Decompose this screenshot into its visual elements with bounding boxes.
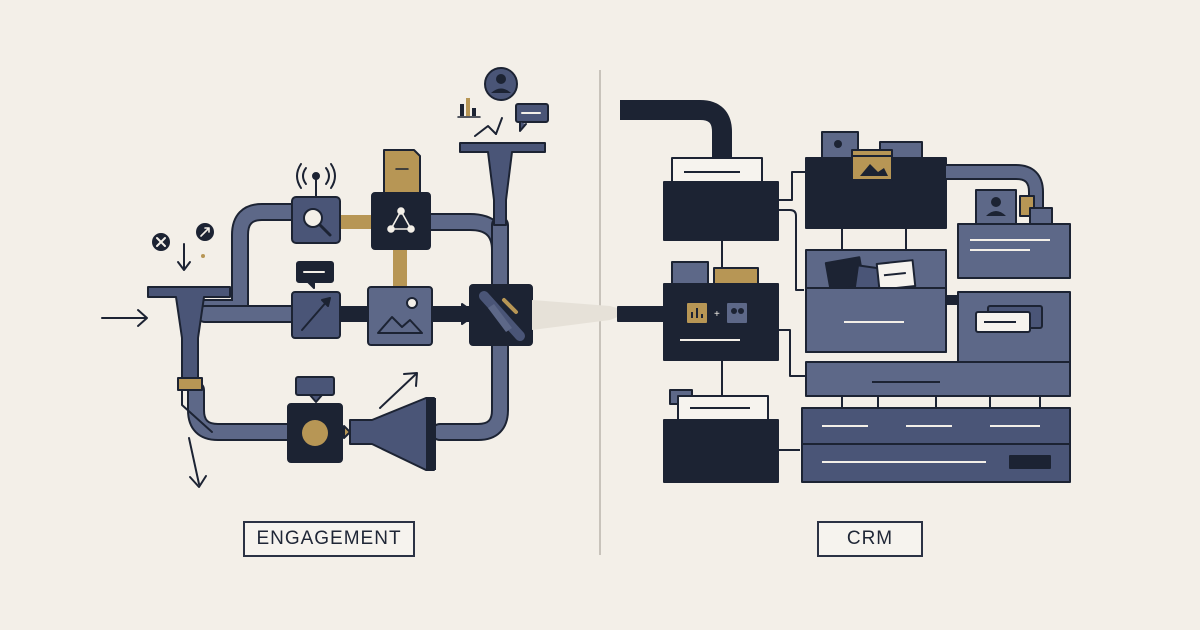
search-icon [303, 208, 323, 228]
exit-arrow [188, 437, 200, 485]
up-right-arrow [379, 373, 417, 409]
entry-arrow-head [137, 309, 148, 327]
image-icon [377, 297, 423, 334]
speaker-chat-icon [295, 376, 335, 396]
crm-label: CRM [817, 521, 923, 557]
record-dot-icon [302, 420, 328, 446]
bar-chart-icon [457, 98, 481, 118]
engagement-pipeline [101, 67, 630, 488]
crm-folder-top [663, 181, 779, 241]
svg-text:+: + [714, 309, 720, 320]
crm-folder-bottom [663, 419, 779, 483]
pipe-hub-to-speaker [431, 331, 509, 441]
hub-icon [479, 291, 525, 341]
crm-folder-media [805, 157, 947, 229]
crm-system: + [617, 100, 1071, 483]
megaphone [349, 397, 435, 471]
connector-mid [778, 209, 804, 291]
engagement-label: ENGAGEMENT [243, 521, 415, 557]
crm-inlet [617, 306, 665, 322]
diagonal-arrow-icon [301, 299, 329, 331]
network-node [371, 192, 431, 250]
gold-tag [383, 149, 421, 194]
connector-top [778, 171, 806, 201]
contact-icon [991, 197, 1001, 207]
users-tile-icon [725, 301, 749, 325]
crm-input-pipe [620, 100, 732, 160]
trend-line [474, 125, 497, 137]
image-node [367, 286, 433, 346]
network-icon [387, 207, 415, 233]
projection-beam [532, 300, 630, 330]
crm-dashboard-panel [663, 283, 779, 361]
broadcast-icon [296, 163, 336, 198]
crm-base-row [805, 361, 1071, 397]
top-funnel [459, 142, 546, 226]
